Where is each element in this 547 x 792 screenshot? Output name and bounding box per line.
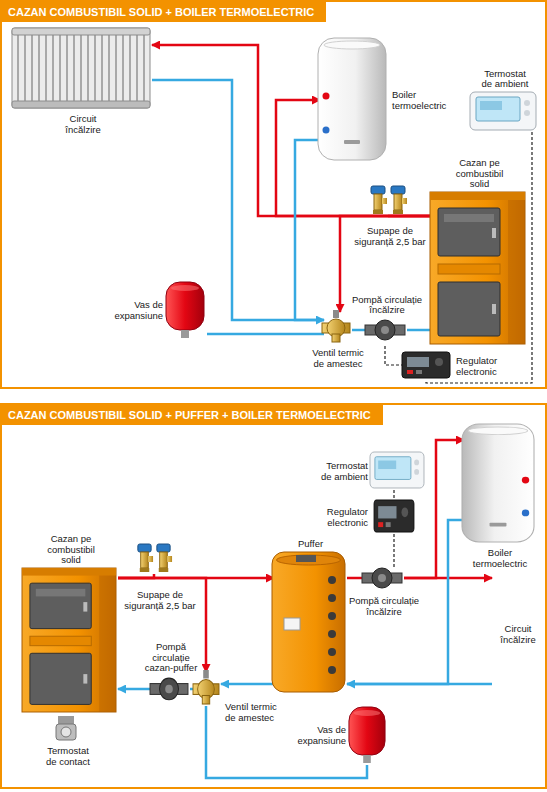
water-heater-illustration <box>318 38 386 160</box>
component-label: Pompă circulație încălzire <box>347 295 427 316</box>
electric-water-heater: Boiler termoelectric <box>464 426 536 544</box>
panel-header: CAZAN COMBUSTIBIL SOLID + PUFFER + BOILE… <box>2 405 383 425</box>
diagram-panel: CAZAN COMBUSTIBIL SOLID + BOILER TERMOEL… <box>0 0 547 389</box>
component-label: Termostat de ambient <box>316 461 368 482</box>
component-label: Termostat de ambient <box>479 69 531 90</box>
thermostat-illustration <box>470 92 536 130</box>
boiler-illustration <box>430 192 525 344</box>
room-thermostat: Termostat de ambient <box>372 454 426 490</box>
valve-illustration <box>371 186 407 214</box>
component-label: Vas de expansiune <box>109 300 163 321</box>
component-label: Regulator electronic <box>456 356 506 377</box>
circulation-pump: Pompă circulație încălzire <box>367 320 407 344</box>
component-label: Cazan pe combustibil solid <box>43 534 99 566</box>
controller-illustration <box>374 500 414 532</box>
pipe-connector <box>295 140 324 320</box>
radiator-illustration <box>12 28 150 108</box>
safety-valves: Supape de siguranță 2,5 bar <box>137 546 175 574</box>
electronic-controller: Regulator electronic <box>376 502 416 534</box>
circulation-pump: Pompă circulație încălzire <box>364 568 404 592</box>
vessel-illustration <box>349 707 385 763</box>
pipe-connector <box>221 683 274 686</box>
mixing-valve-illustration <box>193 670 219 704</box>
component-label: Boiler termoelectric <box>467 548 533 569</box>
component-label: Cazan pe combustibil solid <box>452 158 508 190</box>
component-label: Boiler termoelectric <box>392 90 458 111</box>
circulation-pump: Pompă circulație cazan-puffer <box>152 678 190 704</box>
solid-fuel-boiler: Cazan pe combustibil solid <box>432 194 527 346</box>
component-label: Circuit încălzire <box>57 114 109 135</box>
pipe-connector <box>407 329 432 332</box>
component-label: Supape de siguranță 2,5 bar <box>118 590 202 611</box>
boiler-illustration <box>22 568 116 712</box>
contact-thermostat-illustration <box>56 716 76 740</box>
component-label: Circuit încălzire <box>492 624 544 645</box>
buffer-tank: Puffer <box>274 554 347 694</box>
pipe-connector <box>152 45 432 216</box>
expansion-vessel: Vas de expansiune <box>167 282 207 340</box>
electric-water-heater: Boiler termoelectric <box>320 40 388 162</box>
pump-illustration <box>150 678 188 700</box>
diagram-panel: CAZAN COMBUSTIBIL SOLID + PUFFER + BOILE… <box>0 403 547 789</box>
component-label: Pompă circulație încălzire <box>344 596 424 617</box>
thermostat-illustration <box>370 452 424 488</box>
safety-valves: Supape de siguranță 2,5 bar <box>370 188 410 216</box>
heating-circuit: Circuit încălzire <box>492 572 547 698</box>
pipe-connector <box>347 577 364 580</box>
component-label: Puffer <box>298 539 323 550</box>
mixing-valve: Ventil termic de amestec <box>324 312 352 344</box>
component-label: Supape de siguranță 2,5 bar <box>348 226 432 247</box>
mixing-valve-illustration <box>322 310 350 342</box>
electronic-controller: Regulator electronic <box>404 354 452 380</box>
room-thermostat: Termostat de ambient <box>472 94 538 132</box>
component-label: Pompă circulație cazan-puffer <box>141 642 201 674</box>
pump-illustration <box>365 320 405 340</box>
component-label: Vas de expansiune <box>292 725 346 746</box>
radiator: Circuit încălzire <box>14 30 152 110</box>
pipe-connector <box>118 688 152 691</box>
water-heater-illustration <box>462 424 534 542</box>
expansion-vessel: Vas de expansiune <box>350 707 388 765</box>
component-label: Termostat de contact <box>42 746 94 767</box>
controller-illustration <box>402 352 450 378</box>
mixing-valve: Ventil termic de amestec <box>195 672 221 706</box>
contact-thermostat: Termostat de contact <box>56 718 80 742</box>
pipe-connector <box>207 333 324 336</box>
control-wire <box>426 132 532 383</box>
valve-illustration <box>138 544 172 572</box>
buffer-tank-illustration <box>272 552 345 692</box>
solid-fuel-boiler: Cazan pe combustibil solid <box>24 570 118 714</box>
component-label: Ventil termic de amestec <box>225 702 287 723</box>
control-wire <box>393 534 394 568</box>
vessel-illustration <box>166 282 204 338</box>
panel-header: CAZAN COMBUSTIBIL SOLID + BOILER TERMOEL… <box>2 2 326 22</box>
control-wire <box>385 344 404 365</box>
pump-illustration <box>362 568 402 588</box>
component-label: Ventil termic de amestec <box>307 348 369 369</box>
component-label: Regulator electronic <box>318 507 368 528</box>
